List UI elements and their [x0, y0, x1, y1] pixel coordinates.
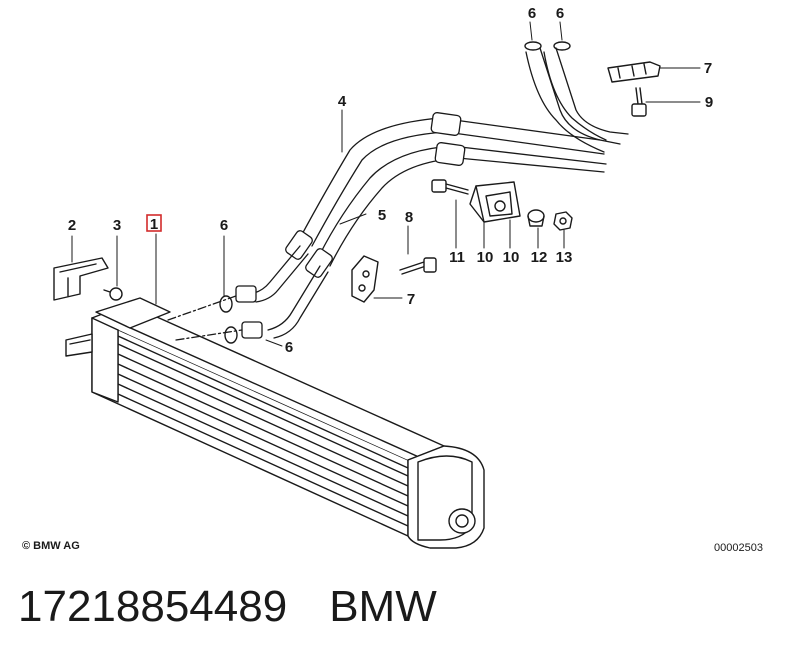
highlight-box	[146, 214, 162, 232]
callout-1: 1	[150, 216, 158, 233]
callout-7: 7	[407, 291, 415, 308]
brand-name: BMW	[329, 582, 437, 631]
o-ring-part	[219, 41, 571, 344]
callout-2: 2	[68, 217, 76, 234]
bolt-part-8	[399, 257, 437, 275]
callout-4: 4	[338, 93, 347, 110]
hose-lines-part	[167, 47, 629, 341]
bolt-part-9	[631, 87, 647, 117]
callout-8: 8	[405, 209, 413, 226]
callout-10: 10	[477, 249, 494, 266]
drawing-number: 00002503	[714, 542, 763, 554]
leader-lines	[71, 21, 701, 347]
callout-6: 6	[556, 5, 564, 22]
callout-9: 9	[705, 94, 713, 111]
part-number: 17218854489	[18, 582, 288, 631]
callout-6: 6	[285, 339, 293, 356]
callout-labels: 1 2 3 4 5 6 6 6 6 7 7 8 9 10 10 11 12 13	[68, 5, 713, 356]
clamp-part-10	[469, 181, 521, 223]
callout-6: 6	[220, 217, 228, 234]
callout-12: 12	[531, 249, 548, 266]
part-caption: 17218854489 BMW	[18, 582, 437, 632]
bolt-part-11	[431, 179, 469, 195]
holder-part-7-upper	[607, 61, 661, 83]
holder-part-7	[351, 255, 379, 303]
callout-6: 6	[528, 5, 536, 22]
callout-11: 11	[449, 249, 465, 266]
bracket-part	[53, 257, 109, 301]
nut-part-13	[553, 211, 573, 231]
copyright-notice: © BMW AG	[22, 540, 80, 552]
callout-13: 13	[556, 249, 573, 266]
sleeve-part-12	[527, 209, 545, 227]
callout-7: 7	[704, 60, 712, 77]
parts-diagram: 1 2 3 4 5 6 6 6 6 7 7 8 9 10 10 11 12 13	[53, 5, 713, 549]
callout-3: 3	[113, 217, 121, 234]
bolt-part-3	[103, 287, 123, 301]
callout-10: 10	[503, 249, 520, 266]
callout-5: 5	[378, 207, 386, 224]
oil-cooler-part	[65, 297, 485, 549]
